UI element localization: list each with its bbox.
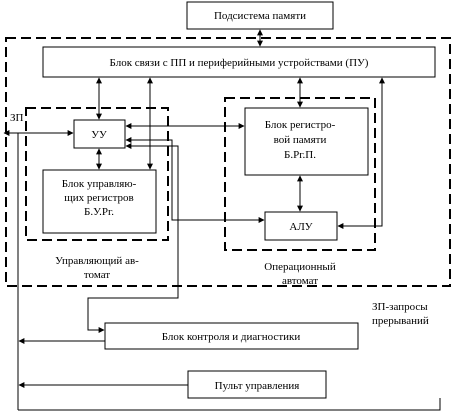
reg-memory-line3: Б.Рг.П. bbox=[284, 149, 316, 161]
interrupt-requests-line1: ЗП-запросы bbox=[372, 301, 428, 313]
memory-subsystem-label: Подсистема памяти bbox=[214, 10, 306, 22]
regs-block-line1: Блок управляю- bbox=[62, 178, 137, 190]
memory-subsystem-box bbox=[186, 1, 334, 30]
diag-block-label: Блок контроля и диагностики bbox=[162, 331, 301, 343]
control-automat-boundary bbox=[25, 107, 169, 241]
control-automat-line1: Управляющий ав- bbox=[55, 255, 139, 267]
control-automat-line2: томат bbox=[84, 269, 110, 281]
io-alu-arrow bbox=[337, 77, 385, 229]
alu-label: АЛУ bbox=[289, 221, 312, 233]
bottom-return-line bbox=[18, 398, 441, 411]
regs-block-line3: Б.У.Рг. bbox=[84, 206, 114, 218]
io-block-box bbox=[42, 46, 436, 78]
regs-block-line2: щих регистров bbox=[64, 192, 133, 204]
uu-label: УУ bbox=[91, 129, 107, 141]
zp-label: ЗП bbox=[10, 112, 24, 124]
operational-automat-line2: автомат bbox=[282, 275, 318, 287]
diag-block-box bbox=[104, 322, 359, 350]
reg-memory-line2: вой памяти bbox=[274, 134, 327, 146]
uu-diag-arrow bbox=[87, 143, 179, 333]
interrupt-requests-line2: прерываний bbox=[372, 315, 429, 327]
reg-memory-line1: Блок регистро- bbox=[265, 119, 336, 131]
operational-automat-line1: Операционный bbox=[264, 261, 336, 273]
io-block-label: Блок связи с ПП и периферийными устройст… bbox=[110, 57, 369, 69]
uu-alu-arrow bbox=[125, 137, 265, 223]
alu-box bbox=[264, 211, 338, 241]
processor-boundary bbox=[5, 37, 451, 287]
control-panel-label: Пульт управления bbox=[215, 380, 300, 392]
